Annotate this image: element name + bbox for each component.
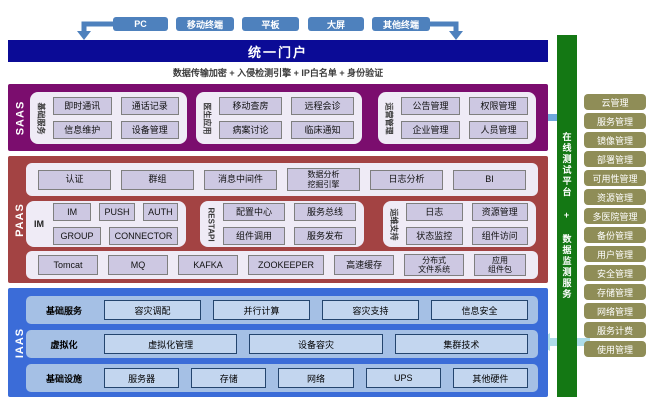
sidebar-item-service-mgmt[interactable]: 服务管理 bbox=[584, 113, 646, 129]
paas-item-button[interactable]: 日志 bbox=[406, 203, 463, 221]
iaas-item-button[interactable]: 存储 bbox=[191, 368, 267, 388]
paas-item-button[interactable]: 服务总线 bbox=[294, 203, 356, 221]
paas-item-button[interactable]: 日志分析 bbox=[370, 169, 443, 190]
paas-middleware-row: 认证 群组 消息中间件 数据分析 挖掘引擎 日志分析 BI bbox=[26, 163, 538, 196]
paas-item-button[interactable]: MQ bbox=[107, 255, 168, 275]
paas-group-restapi: RESTAPI 配置中心 服务总线 组件调用 服务发布 bbox=[200, 201, 364, 247]
group-label: 基础服务 bbox=[36, 102, 46, 134]
iaas-item-button[interactable]: 容灾调配 bbox=[104, 300, 201, 320]
paas-item-button[interactable]: 配置中心 bbox=[223, 203, 285, 221]
paas-item-button[interactable]: BI bbox=[453, 169, 526, 190]
green-bar-label: 在线测试平台 + 数据监测服务 bbox=[561, 132, 572, 300]
group-label: 医生应用 bbox=[202, 102, 212, 134]
sidebar-item-multi-hospital-mgmt[interactable]: 多医院管理 bbox=[584, 208, 646, 224]
saas-group-doctor-apps: 医生应用 移动查房 远程会诊 病案讨论 临床通知 bbox=[196, 92, 362, 144]
paas-item-button[interactable]: GROUP bbox=[53, 227, 101, 245]
saas-item-button[interactable]: 即时通讯 bbox=[53, 97, 112, 115]
elbow-arrow-left bbox=[81, 21, 113, 32]
sidebar-item-user-mgmt[interactable]: 用户管理 bbox=[584, 246, 646, 262]
saas-item-button[interactable]: 通话记录 bbox=[120, 97, 179, 115]
group-label: 运维支持 bbox=[389, 208, 399, 240]
paas-item-button[interactable]: 认证 bbox=[38, 169, 111, 190]
iaas-item-button[interactable]: 网络 bbox=[278, 368, 354, 388]
paas-item-button[interactable]: Tomcat bbox=[38, 255, 98, 275]
saas-item-button[interactable]: 设备管理 bbox=[120, 121, 179, 139]
sidebar-item-usage-mgmt[interactable]: 使用管理 bbox=[584, 341, 646, 357]
saas-item-button[interactable]: 信息维护 bbox=[53, 121, 112, 139]
iaas-item-button[interactable]: 并行计算 bbox=[213, 300, 310, 320]
sidebar-item-image-mgmt[interactable]: 镜像管理 bbox=[584, 132, 646, 148]
sidebar-item-cloud-mgmt[interactable]: 云管理 bbox=[584, 94, 646, 110]
paas-item-button[interactable]: 群组 bbox=[121, 169, 194, 190]
saas-item-button[interactable]: 远程会诊 bbox=[291, 97, 354, 115]
saas-item-button[interactable]: 权限管理 bbox=[469, 97, 528, 115]
paas-item-button[interactable]: 组件访问 bbox=[471, 227, 528, 245]
paas-item-button[interactable]: 消息中间件 bbox=[204, 169, 277, 190]
iaas-row-virtualization: 虚拟化 虚拟化管理 设备容灾 集群技术 bbox=[26, 330, 538, 358]
online-test-platform-bar: 在线测试平台 + 数据监测服务 bbox=[557, 35, 577, 397]
saas-band-label: SAAS bbox=[14, 100, 26, 135]
iaas-row-basic-services: 基础服务 容灾调配 并行计算 容灾支持 信息安全 bbox=[26, 296, 538, 324]
saas-item-button[interactable]: 移动查房 bbox=[219, 97, 282, 115]
sidebar-item-backup-mgmt[interactable]: 备份管理 bbox=[584, 227, 646, 243]
paas-item-button[interactable]: 高速缓存 bbox=[334, 255, 395, 275]
saas-item-button[interactable]: 病案讨论 bbox=[219, 121, 282, 139]
paas-item-button[interactable]: 数据分析 挖掘引擎 bbox=[287, 168, 360, 191]
saas-group-basic-services: 基础服务 即时通讯 通话记录 信息维护 设备管理 bbox=[30, 92, 187, 144]
security-measures-text: 数据传输加密 + 入侵检测引擎 + IP白名单 + 身份验证 bbox=[172, 68, 384, 78]
paas-item-button[interactable]: ZOOKEEPER bbox=[247, 255, 325, 275]
sidebar-item-security-mgmt[interactable]: 安全管理 bbox=[584, 265, 646, 281]
iaas-item-button[interactable]: 服务器 bbox=[104, 368, 180, 388]
saas-item-button[interactable]: 公告管理 bbox=[401, 97, 460, 115]
iaas-item-button[interactable]: 集群技术 bbox=[394, 334, 528, 354]
iaas-item-button[interactable]: 容灾支持 bbox=[322, 300, 419, 320]
saas-item-button[interactable]: 临床通知 bbox=[291, 121, 354, 139]
sidebar-item-service-billing[interactable]: 服务计费 bbox=[584, 322, 646, 338]
paas-item-button[interactable]: CONNECTOR bbox=[109, 227, 178, 245]
paas-item-button[interactable]: KAFKA bbox=[177, 255, 238, 275]
sidebar-item-availability-mgmt[interactable]: 可用性管理 bbox=[584, 170, 646, 186]
paas-item-button[interactable]: 资源管理 bbox=[471, 203, 528, 221]
group-label: RESTAPI bbox=[206, 206, 216, 242]
paas-item-button[interactable]: 应用 组件包 bbox=[474, 253, 526, 277]
sidebar-item-deploy-mgmt[interactable]: 部署管理 bbox=[584, 151, 646, 167]
elbow-arrow-right bbox=[430, 21, 459, 32]
iaas-item-button[interactable]: 设备容灾 bbox=[249, 334, 383, 354]
group-label: IM bbox=[34, 219, 44, 229]
terminal-button-pc[interactable]: PC bbox=[113, 17, 168, 31]
row-label: 虚拟化 bbox=[50, 339, 78, 350]
sidebar-item-storage-mgmt[interactable]: 存储管理 bbox=[584, 284, 646, 300]
terminal-button-other[interactable]: 其他终端 bbox=[372, 17, 430, 31]
paas-group-im: IM IM PUSH AUTH GROUP CONNECTOR bbox=[26, 201, 186, 247]
group-label: 运营管理 bbox=[384, 102, 394, 134]
saas-item-button[interactable]: 人员管理 bbox=[469, 121, 528, 139]
terminal-button-mobile[interactable]: 移动终端 bbox=[176, 17, 234, 31]
paas-item-button[interactable]: 状态监控 bbox=[406, 227, 463, 245]
iaas-item-button[interactable]: 信息安全 bbox=[431, 300, 528, 320]
unified-portal-bar[interactable]: 统一门户 bbox=[8, 40, 548, 62]
paas-item-button[interactable]: PUSH bbox=[99, 203, 135, 221]
paas-item-button[interactable]: IM bbox=[53, 203, 92, 221]
row-label: 基础设施 bbox=[45, 373, 82, 384]
iaas-row-infrastructure: 基础设施 服务器 存储 网络 UPS 其他硬件 bbox=[26, 364, 538, 392]
paas-item-button[interactable]: 组件调用 bbox=[223, 227, 285, 245]
iaas-item-button[interactable]: UPS bbox=[365, 368, 441, 388]
iaas-item-button[interactable]: 其他硬件 bbox=[452, 368, 529, 388]
sidebar-item-resource-mgmt[interactable]: 资源管理 bbox=[584, 189, 646, 205]
arrow-down-icon bbox=[77, 31, 91, 40]
terminal-button-bigscreen[interactable]: 大屏 bbox=[308, 17, 364, 31]
paas-group-ops-support: 运维支持 日志 资源管理 状态监控 组件访问 bbox=[383, 201, 536, 247]
paas-runtime-row: Tomcat MQ KAFKA ZOOKEEPER 高速缓存 分布式 文件系统 … bbox=[26, 251, 538, 279]
paas-item-button[interactable]: AUTH bbox=[142, 203, 179, 221]
arrow-down-icon bbox=[449, 31, 463, 40]
sidebar-item-network-mgmt[interactable]: 网络管理 bbox=[584, 303, 646, 319]
terminal-button-tablet[interactable]: 平板 bbox=[242, 17, 299, 31]
paas-item-button[interactable]: 服务发布 bbox=[294, 227, 356, 245]
iaas-item-button[interactable]: 虚拟化管理 bbox=[104, 334, 238, 354]
paas-item-button[interactable]: 分布式 文件系统 bbox=[404, 253, 465, 277]
saas-group-operations: 运营管理 公告管理 权限管理 企业管理 人员管理 bbox=[378, 92, 536, 144]
row-label: 基础服务 bbox=[45, 305, 82, 316]
saas-item-button[interactable]: 企业管理 bbox=[401, 121, 460, 139]
